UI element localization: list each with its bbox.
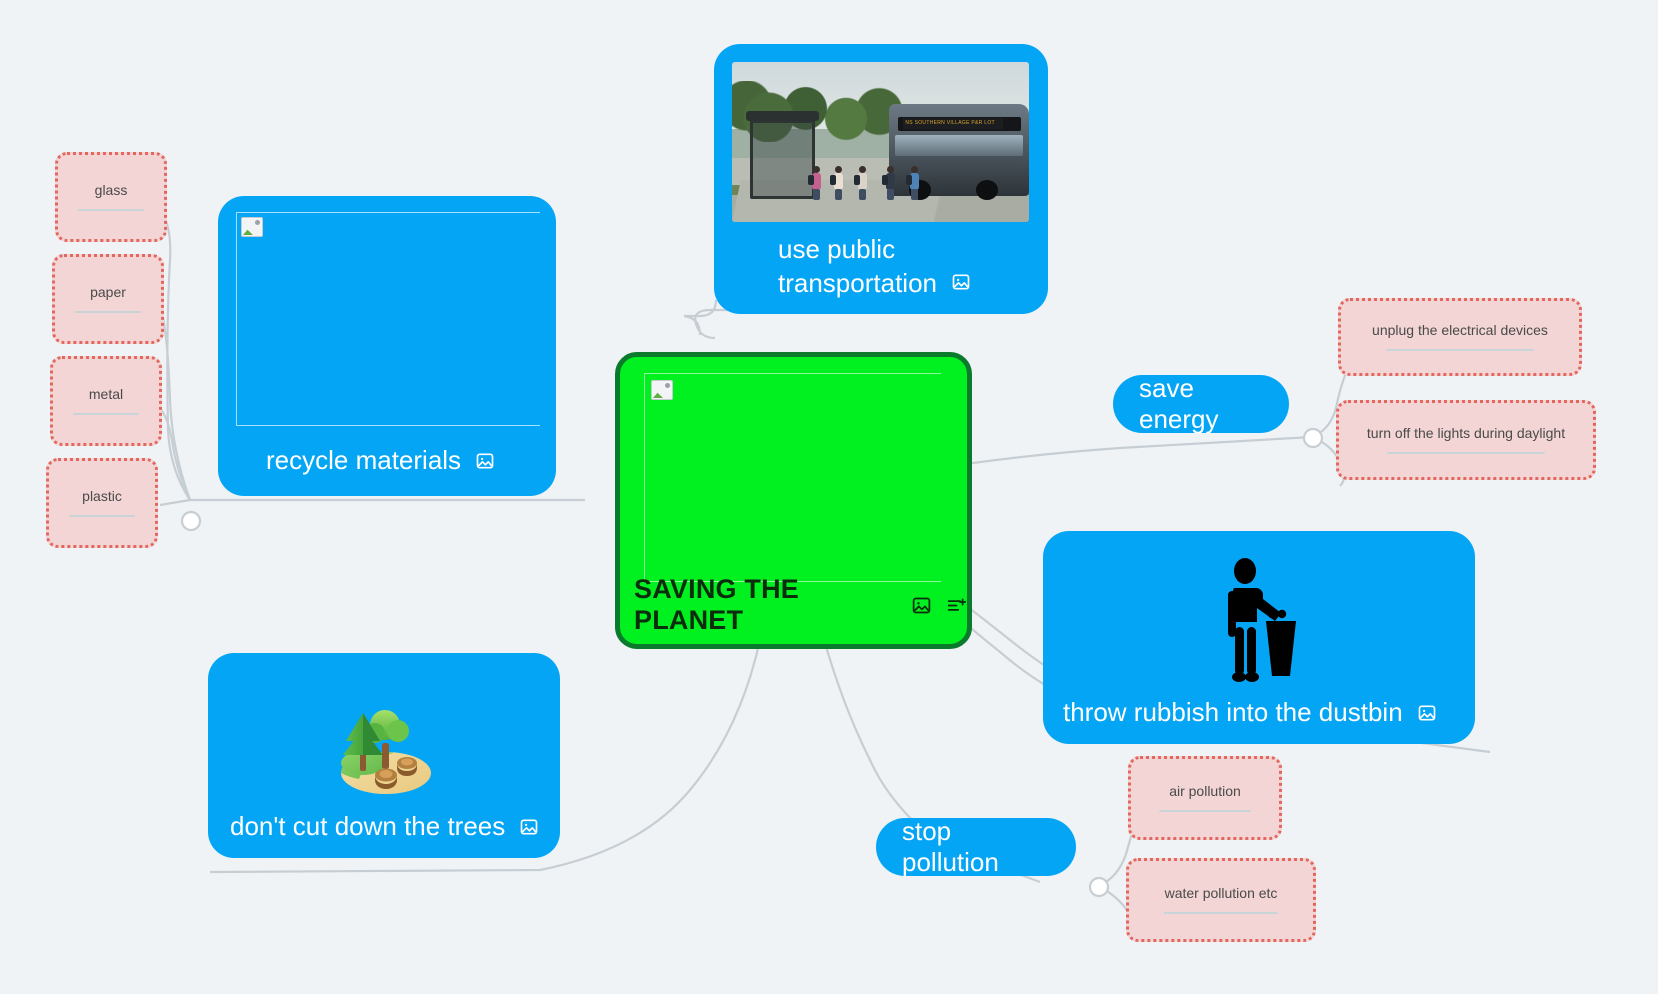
leaf-label: glass (94, 182, 128, 199)
bus-stop-photo: NS SOUTHERN VILLAGE P&R LOT (732, 62, 1029, 222)
branch-throw-rubbish-into-the-dustbin[interactable]: throw rubbish into the dustbin (1043, 531, 1475, 744)
leaf-underline (75, 310, 141, 313)
leaf-label: paper (90, 284, 126, 301)
leaf-water-pollution-etc[interactable]: water pollution etc (1126, 858, 1316, 942)
throw-rubbish-into-the-dustbin-label: throw rubbish into the dustbin (1063, 697, 1403, 727)
leaf-underline (73, 412, 139, 415)
leaf-underline (78, 208, 144, 211)
junction-recycle (180, 510, 202, 532)
add-note-icon[interactable] (946, 595, 967, 616)
leaf-label: water pollution etc (1164, 885, 1278, 902)
leaf-underline (1386, 348, 1534, 351)
central-node-title: SAVING THE PLANET (634, 574, 800, 635)
leaf-label: air pollution (1169, 783, 1241, 800)
junction-save-energy (1302, 427, 1324, 449)
central-image-frame (644, 373, 941, 582)
leaf-underline (1159, 809, 1251, 812)
stop-pollution-label: stop pollution (902, 816, 999, 877)
leaf-underline (1387, 451, 1545, 454)
dont-cut-down-the-trees-label: don't cut down the trees (230, 811, 506, 841)
leaf-plastic[interactable]: plastic (46, 458, 158, 548)
broken-image-icon (651, 380, 673, 400)
branch-stop-pollution[interactable]: stop pollution (876, 816, 1076, 877)
broken-image-icon (241, 217, 263, 237)
branch-dont-cut-down-the-trees[interactable]: don't cut down the trees (208, 653, 560, 858)
save-energy-label: save energy (1139, 373, 1219, 434)
leaf-label: metal (88, 386, 124, 403)
recycle-materials-label: recycle materials (266, 445, 462, 475)
leaf-unplug-the-electrical-devices[interactable]: unplug the electrical devices (1338, 298, 1582, 376)
image-icon[interactable] (911, 595, 932, 616)
image-icon[interactable] (1417, 703, 1437, 723)
leaf-underline (1163, 911, 1279, 914)
image-icon[interactable] (519, 817, 539, 837)
leaf-metal[interactable]: metal (50, 356, 162, 446)
leaf-paper[interactable]: paper (52, 254, 164, 344)
recycle-image-frame (236, 212, 540, 426)
leaf-turn-off-the-lights-during-daylight[interactable]: turn off the lights during daylight (1336, 400, 1596, 480)
throw-rubbish-label-row: throw rubbish into the dustbin (1063, 697, 1437, 728)
central-node-label-row: SAVING THE PLANET (634, 574, 967, 636)
image-icon[interactable] (951, 272, 971, 292)
leaf-glass[interactable]: glass (55, 152, 167, 242)
image-icon[interactable] (475, 451, 495, 471)
central-node[interactable]: SAVING THE PLANET (615, 352, 972, 649)
branch-save-energy[interactable]: save energy (1113, 373, 1289, 434)
leaf-label: unplug the electrical devices (1372, 322, 1548, 339)
dont-cut-down-the-trees-label-row: don't cut down the trees (230, 811, 539, 842)
person-throwing-rubbish-icon (1214, 555, 1304, 685)
leaf-label: turn off the lights during daylight (1366, 425, 1566, 442)
leaf-label: plastic (82, 488, 122, 505)
deforestation-trees-icon (329, 691, 439, 796)
junction-stop-pollution (1088, 876, 1110, 898)
use-public-transportation-label-row: use public transportation (778, 233, 971, 300)
use-public-transportation-label-line1: use public (778, 234, 896, 265)
branch-recycle-materials[interactable]: recycle materials (218, 196, 556, 496)
use-public-transportation-label-line2: transportation (778, 267, 937, 298)
bus-destination-text: NS SOUTHERN VILLAGE P&R LOT (903, 118, 1004, 129)
recycle-materials-label-row: recycle materials (266, 445, 495, 476)
leaf-air-pollution[interactable]: air pollution (1128, 756, 1282, 840)
branch-use-public-transportation[interactable]: NS SOUTHERN VILLAGE P&R LOT use public t… (714, 44, 1048, 314)
leaf-underline (69, 514, 135, 517)
